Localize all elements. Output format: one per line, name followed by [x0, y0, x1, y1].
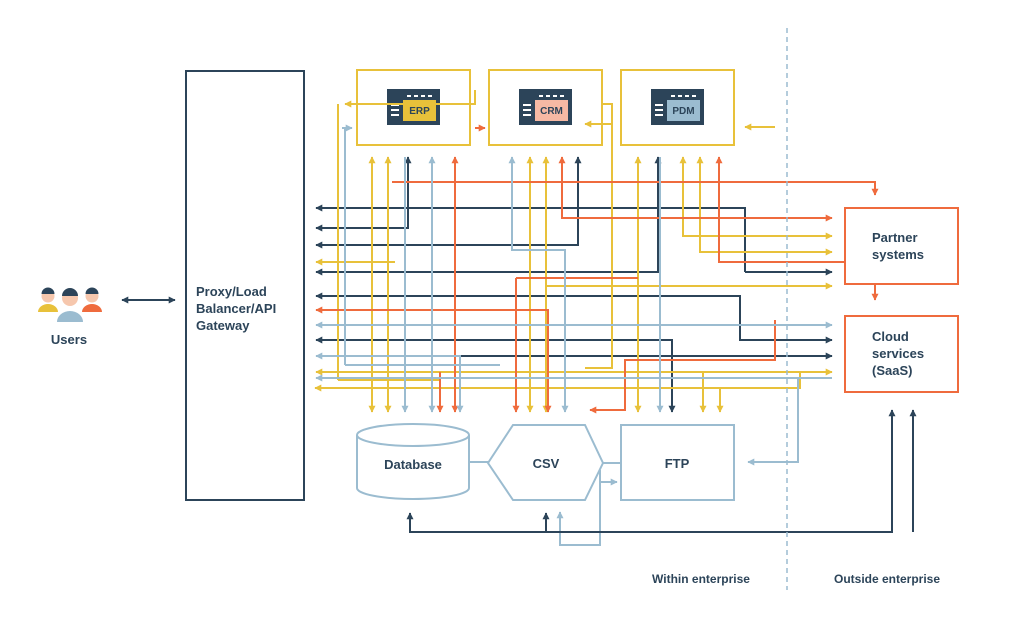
- database-cylinder: [356, 423, 470, 500]
- ftp-label: FTP: [665, 456, 690, 471]
- partner-label-1: Partner: [872, 230, 918, 245]
- partner-systems-box: [844, 207, 959, 285]
- csv-hexagon: [486, 424, 605, 501]
- outside-enterprise-label: Outside enterprise: [834, 572, 940, 586]
- cloud-services-box: [844, 315, 959, 393]
- crm-label: CRM: [540, 106, 563, 117]
- ftp-box: [620, 424, 735, 501]
- cloud-label-3: (SaaS): [872, 363, 912, 378]
- gateway-label-1: Proxy/Load: [196, 284, 267, 299]
- crm-icon: [519, 89, 572, 125]
- gateway-label-3: Gateway: [196, 318, 250, 333]
- crm-box: [488, 69, 603, 146]
- erp-label: ERP: [409, 106, 430, 117]
- gateway-box: [185, 70, 305, 501]
- gateway-label-2: Balancer/API: [196, 301, 276, 316]
- cloud-label-2: services: [872, 346, 924, 361]
- within-enterprise-label: Within enterprise: [652, 572, 750, 586]
- csv-label: CSV: [533, 456, 560, 471]
- users-label: Users: [51, 332, 87, 347]
- connection-lines: [314, 90, 917, 546]
- cloud-label-1: Cloud: [872, 329, 909, 344]
- pdm-label: PDM: [672, 106, 694, 117]
- pdm-icon: [651, 89, 704, 125]
- database-label: Database: [384, 457, 442, 472]
- users-icon: [38, 287, 102, 322]
- erp-icon: [387, 89, 440, 125]
- partner-label-2: systems: [872, 247, 924, 262]
- erp-box: [356, 69, 471, 146]
- pdm-box: [620, 69, 735, 146]
